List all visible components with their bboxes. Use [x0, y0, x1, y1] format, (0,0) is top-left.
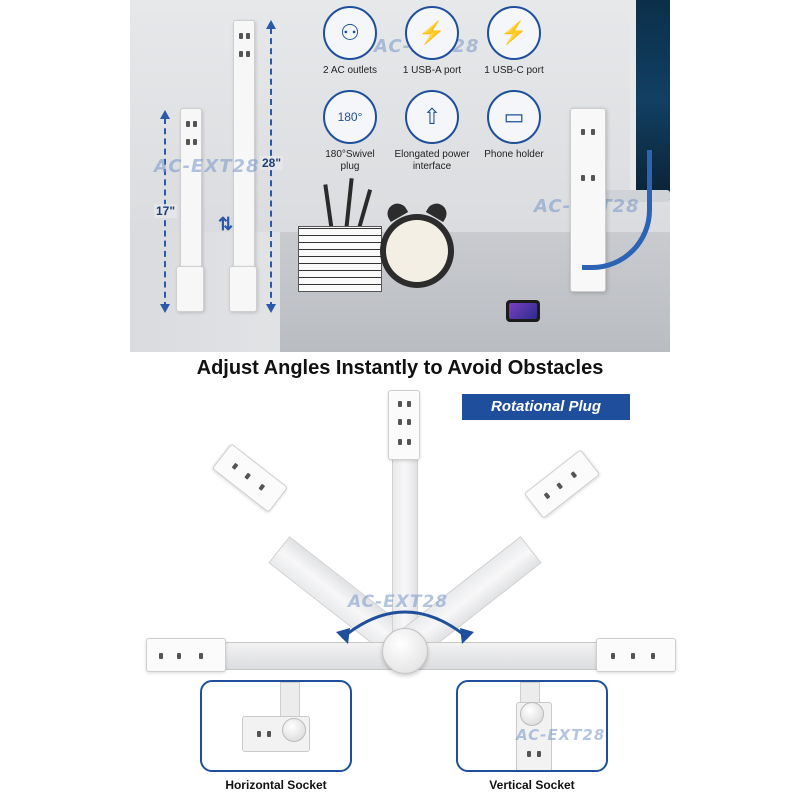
- feature-phone-holder: ▭ Phone holder: [474, 90, 554, 161]
- feature-swivel: 180° 180°Swivel plug: [310, 90, 390, 173]
- horizontal-socket-illustration: [200, 680, 352, 772]
- feature-elongated: ⇧ Elongated power interface: [392, 90, 472, 173]
- headline: Adjust Angles Instantly to Avoid Obstacl…: [196, 357, 604, 379]
- rotation-pivot-knob: [382, 628, 428, 674]
- outlet-head-far-right: [596, 638, 676, 672]
- vertical-socket-illustration: AC-EXT28: [456, 680, 608, 772]
- feature-ac-outlets: ⚇ 2 AC outlets: [310, 6, 390, 77]
- feature-label: Elongated power interface: [394, 149, 470, 172]
- swivel-icon: 180°: [323, 90, 377, 144]
- adjust-length-icon: ⇅: [218, 214, 234, 234]
- clock-face: [386, 220, 448, 282]
- feature-label: 1 USB-A port: [402, 65, 462, 76]
- elongated-interface-icon: ⇧: [405, 90, 459, 144]
- smartphone: [506, 300, 540, 322]
- outlet-head-center: [388, 390, 420, 460]
- outlet-head-left: [211, 443, 289, 513]
- pencil-cup: [298, 226, 382, 292]
- dimension-arrow-down-short: [160, 304, 170, 313]
- extension-short: [180, 108, 202, 268]
- watermark-bottom-right: AC-EXT28: [516, 726, 606, 744]
- feature-label: 180°Swivel plug: [325, 149, 375, 172]
- horizontal-socket-label: Horizontal Socket: [225, 778, 327, 792]
- feature-label: 1 USB-C port: [484, 65, 544, 76]
- phone-holder-icon: ▭: [487, 90, 541, 144]
- outlet-head-far-left: [146, 638, 226, 672]
- dimension-arrow-down-long: [266, 304, 276, 313]
- watermark-bottom-center: AC-EXT28: [348, 592, 449, 612]
- dimension-label-long: 28": [260, 156, 284, 170]
- feature-usb-a: ⚡ 1 USB-A port: [392, 6, 472, 77]
- usb-c-icon: ⚡: [487, 6, 541, 60]
- phone-screen: [509, 303, 537, 319]
- ac-outlet-icon: ⚇: [323, 6, 377, 60]
- plug-head-long: [229, 266, 257, 312]
- product-photo-panel: 17" 28" ⇅ AC-EXT28 AC-EXT28 AC-EXT28 ⚇ 2…: [130, 0, 670, 352]
- mini-knob-vertical: [520, 702, 544, 726]
- mini-knob-horizontal: [282, 718, 306, 742]
- outlet-head-right: [523, 449, 601, 519]
- feature-label: Phone holder: [484, 149, 544, 160]
- dimension-arrow-up-long: [266, 20, 276, 29]
- rotation-arrow-icon: [336, 610, 474, 644]
- alarm-clock: [380, 214, 454, 288]
- dimension-label-short: 17": [154, 204, 178, 218]
- mini-strip-horizontal: [280, 682, 300, 718]
- vertical-socket-label: Vertical Socket: [489, 778, 575, 792]
- watermark-top-left: AC-EXT28: [154, 156, 260, 177]
- feature-usb-c: ⚡ 1 USB-C port: [474, 6, 554, 77]
- rotational-plug-banner: Rotational Plug: [462, 394, 630, 420]
- feature-label: 2 AC outlets: [323, 65, 377, 76]
- plug-head-short: [176, 266, 204, 312]
- usb-a-icon: ⚡: [405, 6, 459, 60]
- dimension-arrow-up-short: [160, 110, 170, 119]
- extension-long: [233, 20, 255, 268]
